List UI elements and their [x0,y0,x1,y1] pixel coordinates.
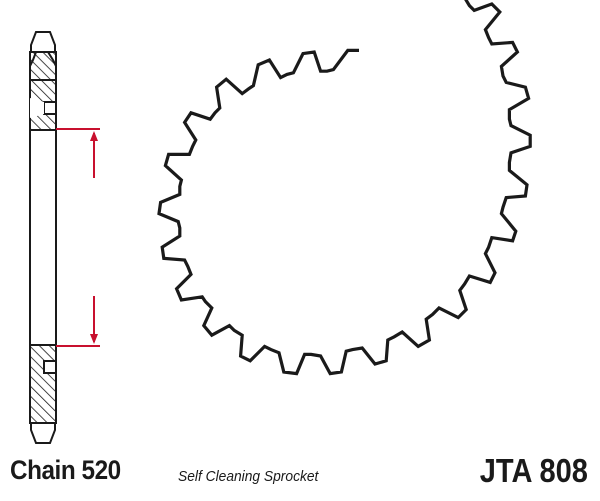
feature-label: Self Cleaning Sprocket [178,468,319,485]
dimension-126 [56,128,100,347]
model-number: JTA 808 [479,452,588,489]
side-view [29,31,57,444]
sprocket-front-view [281,40,559,371]
sprocket-body [157,0,532,376]
chain-size-label: Chain 520 [10,455,121,485]
sprocket-teeth-outline [359,40,476,236]
